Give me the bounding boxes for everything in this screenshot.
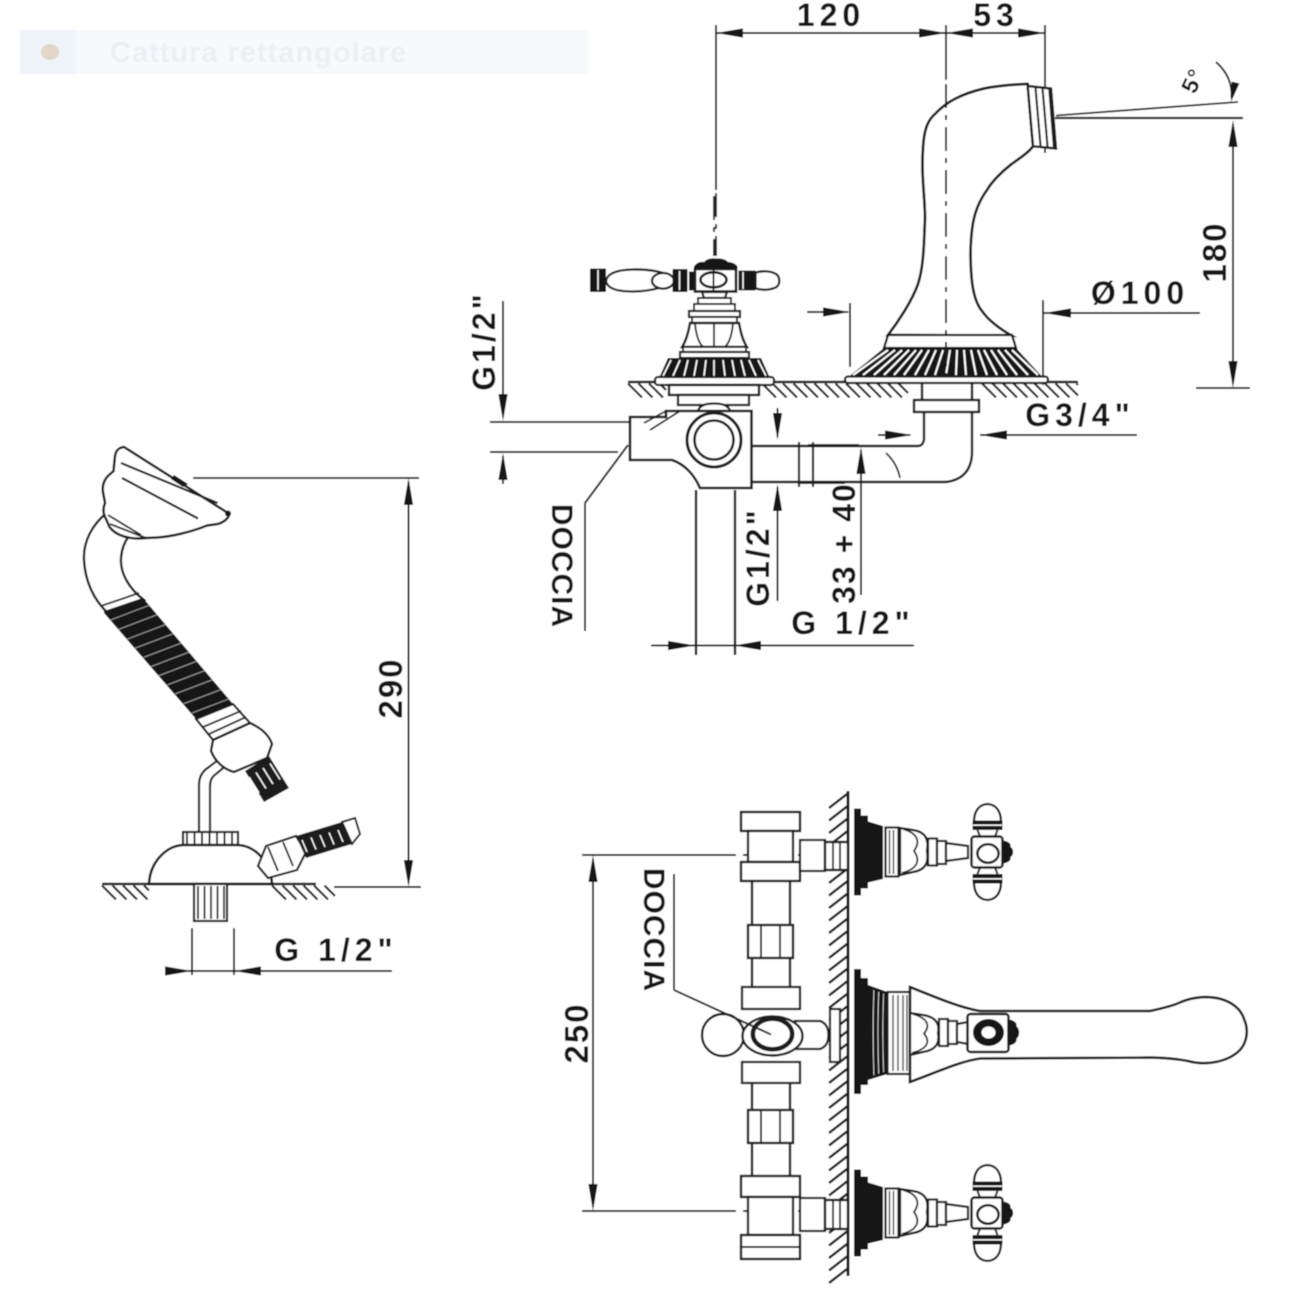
- svg-text:G3/4": G3/4": [1025, 397, 1135, 433]
- svg-text:290: 290: [372, 657, 409, 718]
- svg-text:180: 180: [1196, 221, 1233, 282]
- svg-text:Ø100: Ø100: [1091, 275, 1189, 311]
- svg-text:Cattura rettangolare: Cattura rettangolare: [110, 37, 407, 69]
- svg-text:G 1/2": G 1/2": [274, 932, 397, 968]
- svg-text:G 1/2": G 1/2": [791, 605, 914, 641]
- svg-text:DOCCIA: DOCCIA: [637, 868, 670, 992]
- svg-text:G1/2": G1/2": [466, 291, 502, 391]
- svg-text:120: 120: [797, 0, 865, 33]
- svg-text:250: 250: [558, 1002, 595, 1063]
- svg-text:33 + 40: 33 + 40: [826, 482, 862, 604]
- svg-text:DOCCIA: DOCCIA: [545, 504, 578, 628]
- svg-text:53: 53: [973, 0, 1019, 33]
- svg-text:G1/2": G1/2": [740, 507, 776, 607]
